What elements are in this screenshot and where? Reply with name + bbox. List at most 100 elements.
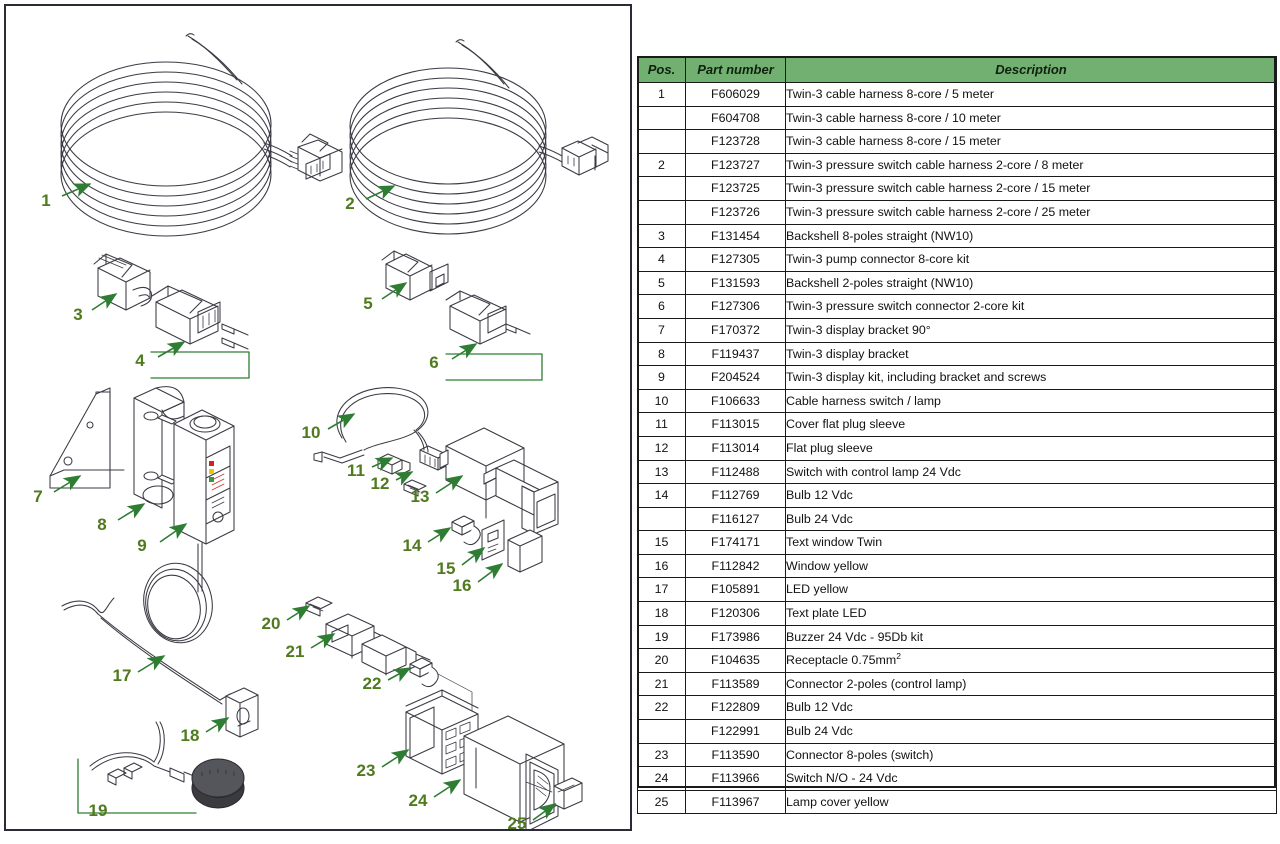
connector-8-poles: [405, 689, 479, 775]
callout-number-15: 15: [436, 559, 456, 578]
cell-part-number: F106633: [685, 388, 786, 414]
cell-pos: [637, 719, 686, 744]
cell-description: Cover flat plug sleeve: [785, 412, 1277, 437]
cell-description: Twin-3 pressure switch cable harness 2-c…: [785, 199, 1277, 225]
cell-part-number: F113015: [685, 412, 786, 437]
callout-bracket-6: [445, 353, 543, 381]
cell-part-number: F173986: [685, 624, 786, 650]
cell-description: Twin-3 display kit, including bracket an…: [785, 365, 1277, 390]
callout-number-16: 16: [452, 576, 472, 595]
cell-part-number: F127305: [685, 247, 786, 272]
cell-description: Backshell 8-poles straight (NW10): [785, 223, 1277, 249]
cell-pos: 24: [637, 766, 686, 791]
cell-description: Bulb 12 Vdc: [785, 695, 1277, 721]
callout-number-8: 8: [97, 515, 107, 534]
callout-number-9: 9: [137, 536, 147, 555]
cell-pos: 5: [637, 270, 686, 296]
exploded-parts-diagram: [49, 33, 609, 829]
callout-bracket-4: [150, 351, 250, 379]
cell-description: Twin-3 pump connector 8-core kit: [785, 247, 1277, 272]
cell-part-number: F120306: [685, 601, 786, 626]
callout-number-23: 23: [356, 761, 376, 780]
window-yellow: [507, 529, 543, 573]
cell-part-number: F131593: [685, 270, 786, 296]
callout-number-1: 1: [41, 191, 51, 210]
pump-connector-8-core: [151, 285, 249, 350]
display-bracket: [133, 386, 185, 509]
cell-description: Flat plug sleeve: [785, 435, 1277, 461]
cell-description: Text window Twin: [785, 530, 1277, 555]
cell-pos: 22: [637, 695, 686, 721]
cell-pos: 7: [637, 317, 686, 343]
cell-part-number: F606029: [685, 82, 786, 107]
bulb-lamp: [409, 657, 439, 688]
column-header-pos: Pos.: [637, 56, 686, 83]
cell-part-number: F113966: [685, 766, 786, 791]
cell-part-number: F604708: [685, 105, 786, 131]
cell-description: Twin-3 display bracket: [785, 341, 1277, 367]
cell-pos: 6: [637, 294, 686, 319]
cell-description: Twin-3 cable harness 8-core / 5 meter: [785, 82, 1277, 107]
cell-part-number: F105891: [685, 577, 786, 603]
column-header-description: Description: [785, 56, 1277, 83]
cell-description: Backshell 2-poles straight (NW10): [785, 270, 1277, 296]
cell-pos: 8: [637, 341, 686, 367]
cell-pos: 9: [637, 365, 686, 390]
cell-pos: 4: [637, 247, 686, 272]
cell-description: Twin-3 pressure switch cable harness 2-c…: [785, 152, 1277, 178]
cell-description: Twin-3 pressure switch connector 2-core …: [785, 294, 1277, 319]
callout-number-7: 7: [33, 487, 43, 506]
cell-part-number: F119437: [685, 341, 786, 367]
cell-description: Twin-3 cable harness 8-core / 10 meter: [785, 105, 1277, 131]
cell-pos: 17: [637, 577, 686, 603]
callout-number-3: 3: [73, 305, 83, 324]
cell-description: Bulb 24 Vdc: [785, 506, 1277, 532]
callout-number-12: 12: [370, 474, 390, 493]
cell-pos: [637, 199, 686, 225]
table-header-row: Pos. Part number Description: [637, 56, 1277, 83]
callout-number-14: 14: [402, 536, 422, 555]
cell-part-number: F123725: [685, 176, 786, 201]
cell-part-number: F123728: [685, 129, 786, 154]
cell-pos: [637, 129, 686, 154]
cell-description: Twin-3 pressure switch cable harness 2-c…: [785, 176, 1277, 201]
callout-number-19: 19: [88, 801, 108, 820]
cell-pos: 13: [637, 459, 686, 485]
callout-leaders: [53, 183, 557, 821]
cable-coil-2-core: [349, 39, 609, 235]
cell-pos: 23: [637, 742, 686, 768]
cell-pos: 2: [637, 152, 686, 178]
buzzer-kit: [89, 721, 245, 809]
pressure-switch-connector: [445, 290, 531, 345]
switch-no-24vdc: [463, 715, 565, 829]
cell-pos: [637, 506, 686, 532]
cell-pos: 21: [637, 671, 686, 697]
cell-description: Receptacle 0.75mm2: [785, 648, 1277, 673]
callout-number-21: 21: [285, 642, 305, 661]
cell-pos: 10: [637, 388, 686, 414]
cable-coil-8-core: [60, 33, 343, 237]
connector-2-poles: [325, 613, 431, 676]
cell-part-number: F122809: [685, 695, 786, 721]
cell-description: Switch N/O - 24 Vdc: [785, 766, 1277, 791]
cell-description: Window yellow: [785, 553, 1277, 579]
callout-number-22: 22: [362, 674, 382, 693]
callout-number-25: 25: [507, 814, 527, 833]
cell-part-number: F116127: [685, 506, 786, 532]
callout-number-18: 18: [180, 726, 200, 745]
cell-pos: 12: [637, 435, 686, 461]
cell-pos: 16: [637, 553, 686, 579]
